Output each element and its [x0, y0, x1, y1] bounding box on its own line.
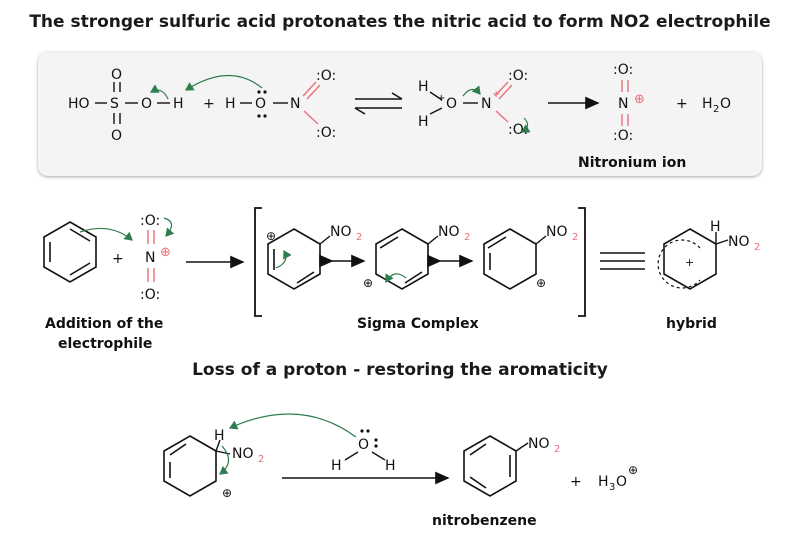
atom-h: H: [173, 96, 184, 112]
water-product: H 2 O: [702, 96, 731, 115]
plus-sign: +: [676, 96, 688, 112]
nitro-label: NO: [232, 446, 254, 462]
sigma-resonance-3: ⊕ NO 2: [483, 224, 578, 290]
nitrobenzene-product: NO 2: [463, 435, 560, 497]
bracket-right: [578, 207, 586, 317]
subscript: 3: [609, 482, 615, 493]
atom-o: O: [141, 96, 152, 112]
atom-h: H: [702, 96, 713, 112]
equivalence-sign: [600, 252, 645, 270]
atom-n: N: [290, 96, 300, 112]
sulfuric-acid: HO S O H O O: [68, 67, 184, 144]
atom-n: N: [481, 96, 491, 112]
atom-o: O: [616, 474, 627, 490]
charge-plus: ⊕: [266, 229, 276, 243]
nitro-label: NO: [728, 234, 750, 250]
label-nitronium: Nitronium ion: [578, 155, 686, 171]
plus-sign: +: [112, 251, 124, 267]
atom-o-top: O: [111, 67, 122, 83]
nitro-label: NO: [330, 224, 352, 240]
equilibrium-arrow: [354, 92, 403, 115]
atom-ho: HO: [68, 96, 90, 112]
label-nitrobenzene: nitrobenzene: [432, 513, 537, 529]
label-addition-1: Addition of the: [45, 316, 163, 332]
label-sigma: Sigma Complex: [357, 316, 479, 332]
sigma-resonance-1: ⊕ NO 2: [266, 224, 362, 290]
subscript: 2: [356, 232, 362, 243]
label-addition-2: electrophile: [58, 336, 152, 352]
atom-h: H: [214, 428, 225, 444]
subscript: 2: [572, 232, 578, 243]
nitro-label: NO: [546, 224, 568, 240]
nitro-label: NO: [438, 224, 460, 240]
plus-sign: +: [570, 474, 582, 490]
page-title: The stronger sulfuric acid protonates th…: [29, 12, 771, 32]
subscript: 2: [464, 232, 470, 243]
sigma-resonance-2: ⊕ NO 2: [363, 224, 470, 290]
atom-o-single: :O:: [316, 125, 336, 141]
charge-plus: ⊕: [222, 486, 232, 500]
charge-plus: +: [437, 93, 445, 104]
atom-s: S: [110, 96, 119, 112]
atom-o-bottom: O: [111, 128, 122, 144]
charge-plus: ⊕: [536, 276, 546, 290]
atom-n: N: [618, 96, 628, 112]
reaction-panel: [38, 52, 762, 176]
subscript: 2: [713, 104, 719, 115]
charge-plus: ⊕: [628, 463, 638, 477]
atom-o: O: [720, 96, 731, 112]
atom-o-double: :O:: [316, 68, 336, 84]
water-base: O H H: [331, 429, 396, 474]
charge-plus: ⊕: [363, 276, 373, 290]
atom-o: :O:: [613, 62, 633, 78]
subscript: 2: [258, 454, 264, 465]
atom-o: :O:: [140, 287, 160, 303]
section-title: Loss of a proton - restoring the aromati…: [192, 360, 608, 380]
charge-plus: ⊕: [634, 92, 645, 107]
atom-h: H: [331, 458, 342, 474]
hybrid-structure: + H NO 2: [657, 219, 760, 290]
plus-sign: +: [203, 96, 215, 112]
atom-o: :O:: [140, 213, 160, 229]
atom-o: O: [255, 96, 266, 112]
atom-h: H: [710, 219, 721, 235]
atom-o-double: :O:: [508, 68, 528, 84]
atom-h: H: [598, 474, 609, 490]
atom-n: N: [145, 250, 155, 266]
atom-o: O: [446, 96, 457, 112]
nitronium-electrophile: :O: N ⊕ :O:: [140, 213, 175, 303]
label-hybrid: hybrid: [666, 316, 717, 332]
charge-plus: +: [685, 256, 694, 269]
atom-h: H: [385, 458, 396, 474]
atom-h: H: [418, 114, 429, 130]
subscript: 2: [554, 444, 560, 455]
atom-h: H: [225, 96, 236, 112]
nitro-label: NO: [528, 436, 550, 452]
hydronium-product: H 3 O ⊕: [598, 463, 638, 493]
bracket-left: [254, 207, 262, 317]
atom-o: O: [358, 437, 369, 453]
nitric-acid: H O N :O: :O:: [184, 68, 336, 141]
charge-plus: ⊕: [160, 245, 171, 260]
protonated-nitric-acid: H H + O N + :O: :O:: [418, 68, 531, 138]
atom-h: H: [418, 79, 429, 95]
sigma-complex-step3: ⊕ H NO 2: [163, 413, 357, 500]
subscript: 2: [754, 242, 760, 253]
atom-o: :O:: [613, 128, 633, 144]
benzene: [43, 221, 133, 283]
nitronium-ion: :O: N ⊕ :O:: [613, 62, 645, 144]
